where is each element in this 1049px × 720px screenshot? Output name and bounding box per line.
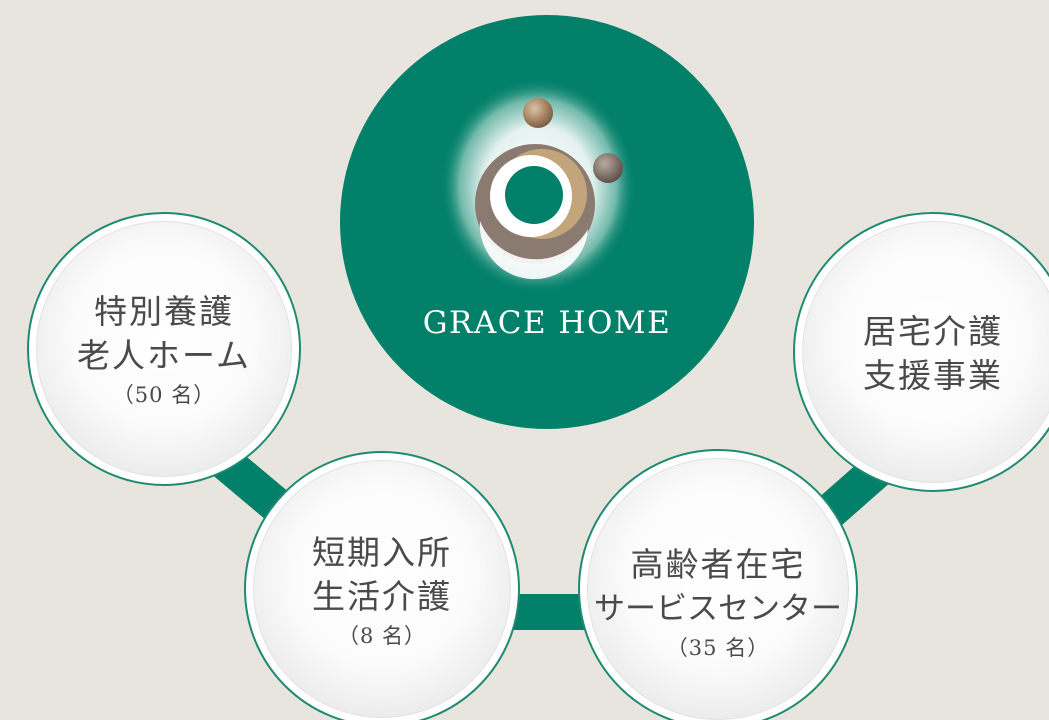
elderly-center-capacity: （35 名）: [666, 636, 770, 660]
care-support-circle: 居宅介護 支援事業: [793, 212, 1049, 492]
grace-home-logo-icon: [440, 78, 636, 291]
elderly-center-circle: 高齢者在宅 サービスセンター （35 名）: [578, 449, 858, 720]
nursing-home-line2: 老人ホーム: [76, 336, 251, 375]
elderly-center-label: 高齢者在宅 サービスセンター （35 名）: [580, 543, 856, 663]
short-stay-line2: 生活介護: [312, 577, 452, 616]
grace-home-hub: GRACE HOME: [340, 15, 754, 429]
nursing-home-line1: 特別養護: [94, 292, 234, 331]
care-support-label: 居宅介護 支援事業: [795, 310, 1049, 398]
brand-name: GRACE HOME: [422, 305, 672, 341]
short-stay-line1: 短期入所: [312, 533, 452, 572]
care-support-line1: 居宅介護: [863, 312, 1003, 351]
care-support-line2: 支援事業: [863, 356, 1003, 395]
elderly-center-line1: 高齢者在宅: [630, 545, 806, 584]
short-stay-circle: 短期入所 生活介護 （8 名）: [244, 451, 520, 720]
nursing-home-capacity: （50 名）: [112, 383, 216, 407]
nursing-home-circle: 特別養護 老人ホーム （50 名）: [27, 212, 301, 486]
short-stay-label: 短期入所 生活介護 （8 名）: [246, 531, 518, 651]
nursing-home-label: 特別養護 老人ホーム （50 名）: [29, 290, 299, 410]
elderly-center-line2: サービスセンター: [594, 591, 842, 627]
short-stay-capacity: （8 名）: [337, 624, 427, 648]
